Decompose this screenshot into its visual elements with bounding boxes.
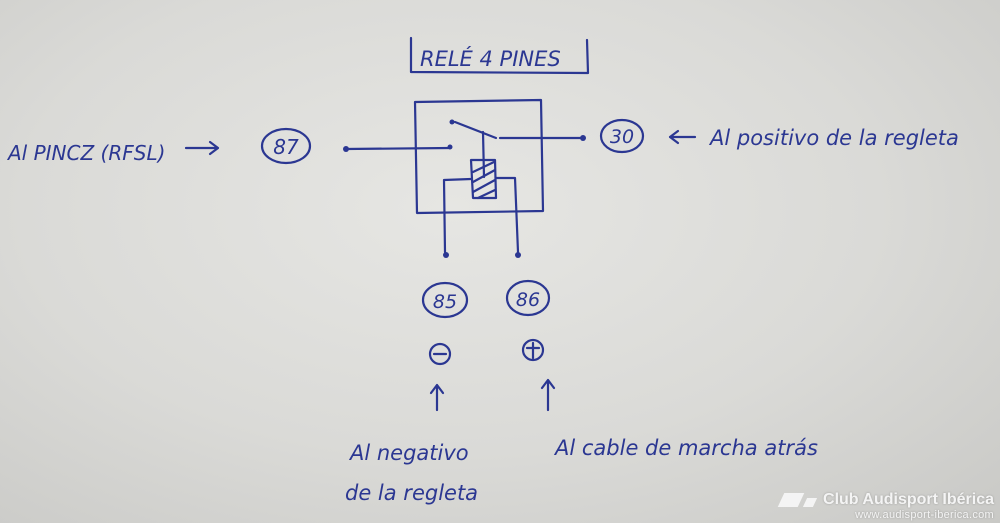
label-to-positive: Al positivo de la regleta bbox=[708, 126, 959, 150]
pin-30: 30 bbox=[599, 118, 645, 154]
label-negative-line2: de la regleta bbox=[345, 481, 478, 505]
negative-symbol bbox=[428, 342, 452, 366]
pin-85: 85 bbox=[421, 281, 469, 319]
watermark: Club Audisport Ibérica www.audisport-ibe… bbox=[777, 491, 994, 521]
label-negative-line1: Al negativo bbox=[348, 441, 469, 465]
svg-text:86: 86 bbox=[516, 289, 540, 311]
svg-text:85: 85 bbox=[433, 291, 457, 313]
pin-86: 86 bbox=[505, 279, 551, 317]
positive-symbol bbox=[521, 338, 545, 362]
arrow-to-87 bbox=[184, 140, 220, 156]
title-frame bbox=[409, 36, 590, 75]
arrow-up-85 bbox=[429, 383, 445, 412]
label-reverse-cable: Al cable de marcha atrás bbox=[553, 436, 818, 460]
svg-text:87: 87 bbox=[273, 135, 299, 159]
relay-symbol bbox=[343, 98, 586, 258]
svg-text:30: 30 bbox=[610, 126, 634, 148]
label-to-pincz: Al PINCZ (RFSL) bbox=[6, 141, 165, 165]
pin-87: 87 bbox=[260, 127, 312, 165]
watermark-url: www.audisport-iberica.com bbox=[855, 509, 994, 521]
diagram-title: RELÉ 4 PINES bbox=[420, 46, 561, 71]
arrow-from-right bbox=[668, 129, 697, 145]
club-logo-icon bbox=[777, 493, 818, 507]
watermark-title: Club Audisport Ibérica bbox=[823, 491, 994, 508]
arrow-up-86 bbox=[540, 378, 556, 412]
